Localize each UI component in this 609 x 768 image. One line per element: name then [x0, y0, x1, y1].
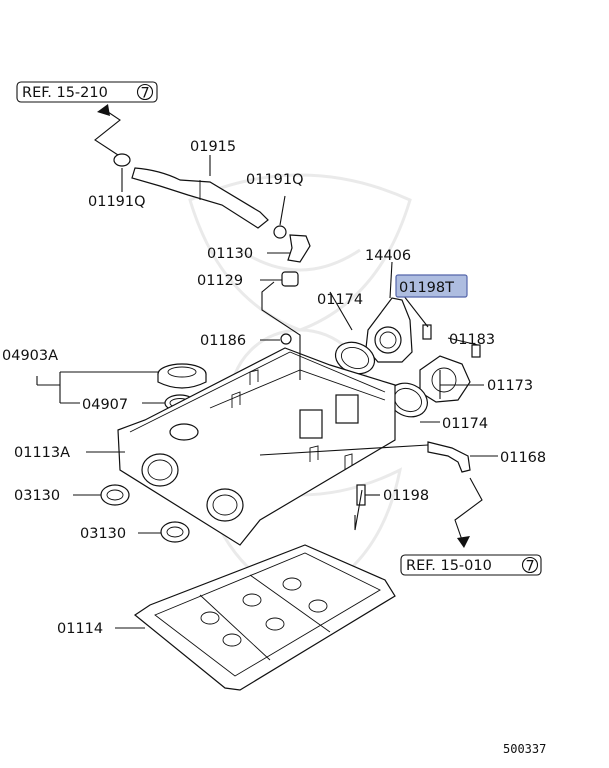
diagram-code: 500337 — [503, 742, 546, 756]
ref-bottom-box[interactable]: REF. 15-010 7 — [400, 554, 542, 576]
cover-01173[interactable] — [419, 355, 471, 403]
screw-01198t[interactable] — [422, 324, 432, 340]
part-labels: 01191Q 01915 01191Q 01130 01129 14406 01… — [2, 139, 546, 637]
bolt-01186[interactable] — [280, 333, 292, 345]
hose-01168[interactable] — [427, 441, 471, 473]
ref-top-label: REF. 15-210 — [22, 85, 108, 101]
ref-top-arrow — [94, 104, 121, 156]
fitting-01191q-right[interactable] — [273, 225, 287, 239]
oil-filler-cap[interactable] — [157, 363, 207, 389]
label-03130-bottom[interactable]: 03130 — [80, 526, 126, 542]
ref-top-number: 7 — [141, 86, 150, 102]
label-04903a[interactable]: 04903A — [2, 348, 58, 364]
label-01183[interactable]: 01183 — [449, 332, 495, 348]
label-14406[interactable]: 14406 — [365, 248, 411, 264]
ref-bottom-number: 7 — [526, 559, 535, 575]
seal-03130-left[interactable] — [100, 484, 130, 506]
label-01186[interactable]: 01186 — [200, 333, 246, 349]
label-01173[interactable]: 01173 — [487, 378, 533, 394]
ref-bottom-label: REF. 15-010 — [406, 558, 492, 574]
label-01114[interactable]: 01114 — [57, 621, 103, 637]
label-01191q-right[interactable]: 01191Q — [246, 172, 304, 188]
label-03130-left[interactable]: 03130 — [14, 488, 60, 504]
ref-bottom-arrow — [454, 477, 483, 548]
highlight-01198t — [395, 274, 468, 298]
valve-cover-01113a[interactable] — [117, 347, 396, 546]
oring-01174-bottom[interactable] — [383, 377, 433, 423]
label-01915[interactable]: 01915 — [190, 139, 236, 155]
label-01198[interactable]: 01198 — [383, 488, 429, 504]
elbow-01130[interactable] — [287, 234, 311, 263]
label-04907[interactable]: 04907 — [82, 397, 128, 413]
leader-lines — [36, 155, 498, 629]
ref-top-box[interactable]: REF. 15-210 7 — [16, 81, 158, 103]
grommet-01129[interactable] — [281, 271, 299, 287]
pcv-hose[interactable] — [113, 153, 269, 229]
label-01174-bottom[interactable]: 01174 — [442, 416, 488, 432]
gasket-01114[interactable] — [133, 544, 396, 691]
label-01198t[interactable]: 01198T — [399, 280, 454, 296]
seal-03130-bottom[interactable] — [160, 521, 190, 543]
label-01129[interactable]: 01129 — [197, 273, 243, 289]
label-01168[interactable]: 01168 — [500, 450, 546, 466]
label-01113a[interactable]: 01113A — [14, 445, 70, 461]
label-01130[interactable]: 01130 — [207, 246, 253, 262]
part-14406-body[interactable] — [365, 297, 413, 363]
label-01174-top[interactable]: 01174 — [317, 292, 363, 308]
label-01191q-left[interactable]: 01191Q — [88, 194, 146, 210]
